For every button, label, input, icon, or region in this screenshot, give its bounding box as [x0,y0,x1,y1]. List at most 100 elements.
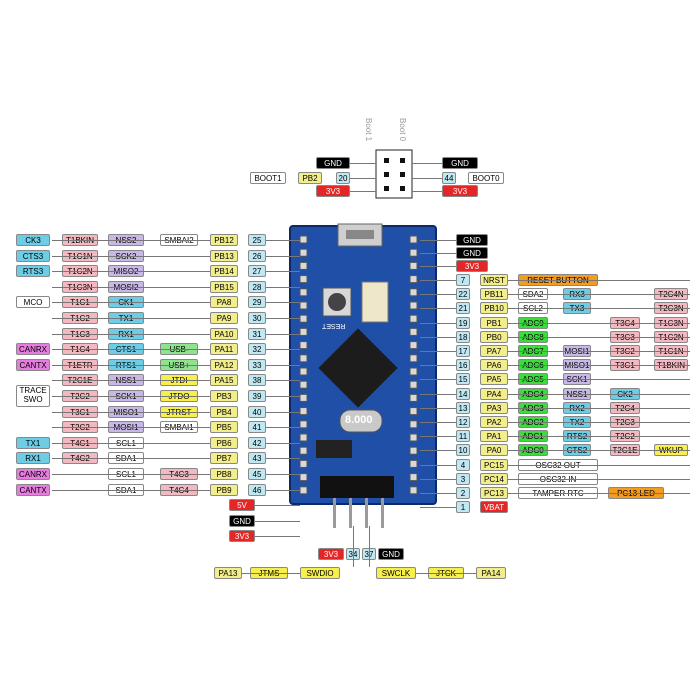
left-header-pin-12 [299,393,308,402]
left-header-pin-16 [299,446,308,455]
left-row-wire-15 [52,474,210,475]
left-header-pin-2 [299,261,308,270]
right-pin-wire-5 [420,351,456,352]
right-header-pin-10 [409,367,418,376]
right-pin-pc14: PC14 [480,473,508,485]
left-row-wire-9 [52,380,210,381]
right-row-wire-0 [508,280,690,281]
right-pin-pc13: PC13 [480,487,508,499]
right-row-wire-4 [508,337,690,338]
left-row-wire-10 [52,396,210,397]
right-pin-wire-10 [420,422,456,423]
boot1-label: BOOT1 [250,172,286,184]
left-header-pin-9 [299,354,308,363]
right-header-pin-3 [409,275,418,284]
bottom-gnd-label: GND [378,548,404,560]
right-pin-number-1: 1 [456,501,470,513]
right-pin-pc15: PC15 [480,459,508,471]
bottom-swdio-wire [353,526,354,567]
boot-jumper-pin-0 [384,158,389,163]
right-pin-wire-15 [420,493,456,494]
left-row-wire-2 [52,271,210,272]
left-pin-number-29: 29 [248,296,266,308]
left-pin-wire-14 [266,458,300,459]
right-row-wire-13 [508,465,690,466]
right-pin-pa6: PA6 [480,359,508,371]
left-pin-pb6: PB6 [210,437,238,449]
reset-button-cap [328,293,346,311]
left-header-pin-15 [299,433,308,442]
left-row-wire-18 [255,521,300,522]
left-header-pin-18 [299,473,308,482]
right-pin-number-10: 10 [456,444,470,456]
left-pin-wire-15 [266,474,300,475]
right-top-gnd-1: GND [456,247,488,259]
reset-button [322,287,352,317]
left-pin-number-38: 38 [248,374,266,386]
left-row-wire-3 [52,287,210,288]
left-row-14-col-0: RX1 [16,452,50,464]
bottom-pa13-label: PA13 [214,567,242,579]
right-pin-number-18: 18 [456,331,470,343]
reset-silk-label: RESET [322,322,346,329]
right-row-wire-11 [508,436,690,437]
right-pin-number-2: 2 [456,487,470,499]
swd-pin-2 [365,498,368,528]
left-row-18-col-3: GND [229,515,255,527]
left-pin-pb9: PB9 [210,484,238,496]
left-row-wire-8 [52,365,210,366]
left-pin-number-25: 25 [248,234,266,246]
right-top-gnd-0: GND [456,234,488,246]
left-pin-pb7: PB7 [210,452,238,464]
left-header-pin-11 [299,380,308,389]
right-pin-wire-4 [420,337,456,338]
right-pin-number-16: 16 [456,359,470,371]
right-pin-wire-9 [420,408,456,409]
right-header-pin-1 [409,248,418,257]
right-pin-number-17: 17 [456,345,470,357]
bottom-swclk-wire [369,526,370,567]
right-pin-number-15: 15 [456,373,470,385]
bottom-swdio-label: SWDIO [300,567,340,579]
right-pin-number-22: 22 [456,288,470,300]
right-header-pin-2 [409,261,418,270]
left-header-pin-5 [299,301,308,310]
right-row-wire-6 [508,365,690,366]
right-header-pin-18 [409,473,418,482]
left-row-wire-4 [52,302,210,303]
left-pin-number-39: 39 [248,390,266,402]
boot-jumper-pin-5 [400,186,405,191]
boot1-pin-number: 20 [336,172,350,184]
left-pin-wire-16 [266,490,300,491]
left-header-pin-1 [299,248,308,257]
right-top-wire-1 [420,253,456,254]
left-pin-wire-6 [266,334,300,335]
right-pin-wire-1 [420,294,456,295]
left-row-wire-12 [52,427,210,428]
right-pin-number-19: 19 [456,317,470,329]
left-pin-pb13: PB13 [210,250,238,262]
right-pin-number-3: 3 [456,473,470,485]
right-header-pin-13 [409,407,418,416]
left-pin-number-26: 26 [248,250,266,262]
boot1-3v3-label: 3V3 [316,185,350,197]
left-row-16-col-0: CANTX [16,484,50,496]
right-row-wire-14 [508,479,690,480]
left-pin-wire-7 [266,349,300,350]
boot1-pin-label: PB2 [298,172,322,184]
swd-pin-3 [381,498,384,528]
right-row-wire-9 [508,408,690,409]
right-pin-pb10: PB10 [480,302,508,314]
crystal-label: 8.000 [345,414,373,426]
right-header-pin-7 [409,327,418,336]
boot0-gnd-label: GND [442,157,478,169]
left-pin-wire-0 [266,240,300,241]
left-pin-wire-5 [266,318,300,319]
left-pin-wire-3 [266,287,300,288]
left-pin-wire-1 [266,256,300,257]
right-pin-pb1: PB1 [480,317,508,329]
right-pin-pa2: PA2 [480,416,508,428]
left-row-13-col-0: TX1 [16,437,50,449]
boot-header-box [375,149,413,199]
